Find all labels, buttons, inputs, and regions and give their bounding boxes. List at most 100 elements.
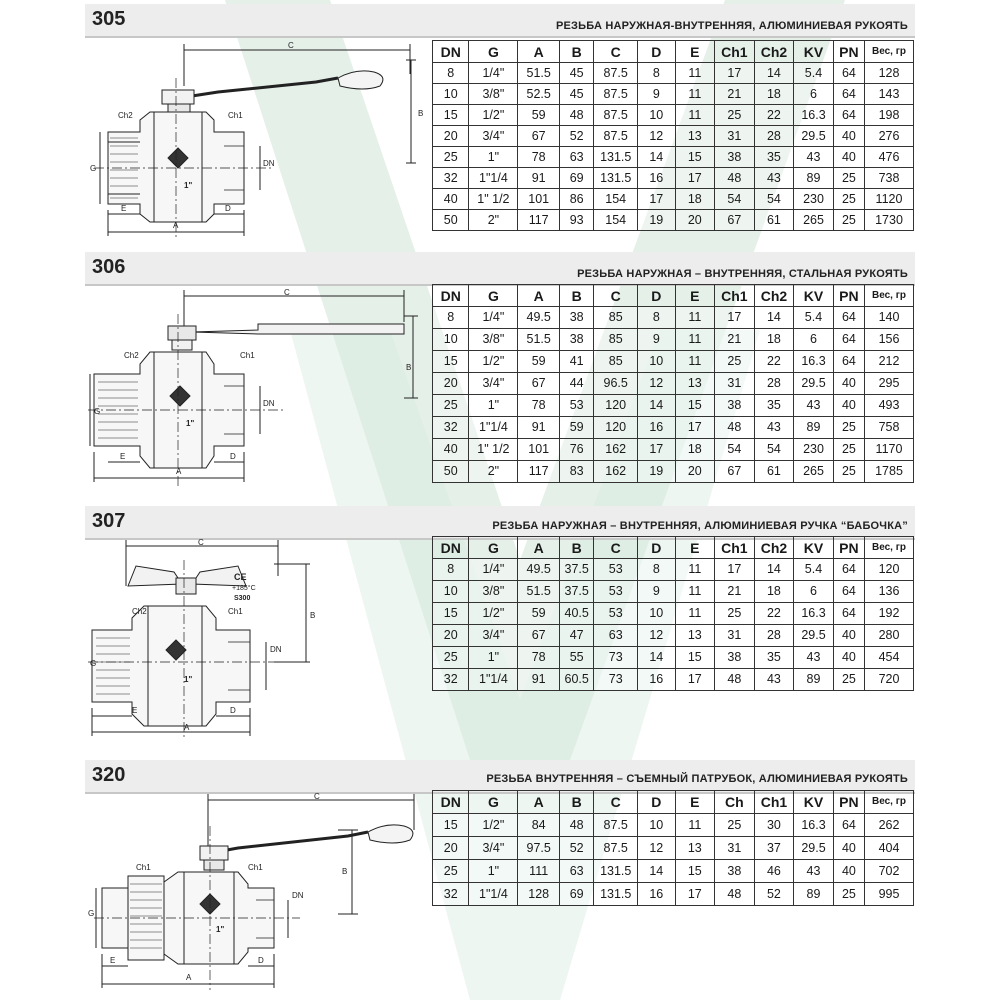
table-cell: 10 bbox=[637, 350, 676, 373]
table-cell: 3/8" bbox=[468, 580, 519, 603]
table-cell: 117 bbox=[517, 209, 560, 231]
dim-label-d: D bbox=[225, 204, 231, 213]
table-cell: 16.3 bbox=[793, 104, 834, 126]
table-cell: 20 bbox=[431, 836, 470, 860]
dim-label-b: B bbox=[406, 363, 411, 372]
table-cell: 54 bbox=[753, 438, 795, 461]
table-cell: 198 bbox=[864, 104, 914, 126]
table-cell: 51.5 bbox=[517, 62, 560, 84]
col-header: DN bbox=[431, 284, 470, 307]
table-cell: 1/4" bbox=[468, 306, 519, 329]
table-cell: 758 bbox=[864, 416, 914, 439]
table-cell: 20 bbox=[431, 125, 470, 147]
table-cell: 43 bbox=[793, 394, 834, 417]
dim-label-ch1: Ch1 bbox=[228, 111, 243, 120]
table-cell: 265 bbox=[793, 460, 834, 483]
dim-label-dn: DN bbox=[292, 891, 304, 900]
pressure-mark: S300 bbox=[234, 595, 250, 602]
col-header: D bbox=[637, 536, 676, 559]
table-cell: 73 bbox=[593, 646, 639, 669]
table-cell: 15 bbox=[674, 394, 716, 417]
table-cell: 20 bbox=[674, 209, 716, 231]
table-cell: 10 bbox=[637, 813, 676, 837]
table-cell: 15 bbox=[674, 859, 716, 883]
table-cell: 18 bbox=[753, 328, 795, 351]
table-cell: 48 bbox=[714, 882, 755, 906]
table-cell: 1" 1/2 bbox=[468, 438, 519, 461]
table-cell: 37.5 bbox=[558, 580, 595, 603]
table-cell: 9 bbox=[637, 83, 676, 105]
col-header: G bbox=[468, 40, 519, 63]
table-cell: 5.4 bbox=[793, 62, 834, 84]
table-cell: 40 bbox=[431, 188, 470, 210]
col-header: C bbox=[593, 536, 639, 559]
table-cell: 14 bbox=[753, 306, 795, 329]
table-cell: 63 bbox=[593, 624, 639, 647]
table-cell: 101 bbox=[517, 438, 560, 461]
table-cell: 3/8" bbox=[468, 83, 519, 105]
table-cell: 17 bbox=[674, 882, 716, 906]
table-cell: 55 bbox=[558, 646, 595, 669]
table-cell: 11 bbox=[674, 602, 716, 625]
table-cell: 64 bbox=[832, 83, 866, 105]
valve-drawing: C B A E D G DN Ch1 Ch1 1" bbox=[88, 792, 415, 990]
table-cell: 40 bbox=[832, 859, 866, 883]
table-cell: 38 bbox=[714, 859, 755, 883]
table-cell: 140 bbox=[864, 306, 914, 329]
table-cell: 21 bbox=[714, 328, 755, 351]
dim-label-a: A bbox=[186, 973, 192, 982]
table-cell: 13 bbox=[674, 372, 716, 395]
table-cell: 8 bbox=[637, 558, 676, 581]
table-header-row: DN G A B C D E Ch1 Ch2 KV PN Вес, гр bbox=[431, 284, 914, 307]
col-header: PN bbox=[832, 40, 866, 63]
table-cell: 87.5 bbox=[593, 813, 639, 837]
table-cell: 64 bbox=[832, 602, 866, 625]
table-cell: 162 bbox=[593, 438, 639, 461]
table-cell: 44 bbox=[558, 372, 595, 395]
table-cell: 50 bbox=[431, 460, 470, 483]
table-cell: 11 bbox=[674, 62, 716, 84]
table-cell: 230 bbox=[793, 438, 834, 461]
table-cell: 8 bbox=[431, 558, 470, 581]
dim-label-g: G bbox=[88, 909, 94, 918]
table-cell: 11 bbox=[674, 350, 716, 373]
table-cell: 40 bbox=[832, 394, 866, 417]
table-cell: 67 bbox=[714, 460, 755, 483]
table-cell: 12 bbox=[637, 836, 676, 860]
table-cell: 12 bbox=[637, 624, 676, 647]
table-cell: 93 bbox=[558, 209, 595, 231]
table-cell: 37 bbox=[753, 836, 795, 860]
table-cell: 15 bbox=[431, 350, 470, 373]
table-cell: 28 bbox=[753, 624, 795, 647]
table-cell: 1/2" bbox=[468, 104, 519, 126]
col-header: DN bbox=[431, 536, 470, 559]
table-cell: 111 bbox=[517, 859, 560, 883]
table-cell: 35 bbox=[753, 394, 795, 417]
table-cell: 87.5 bbox=[593, 83, 639, 105]
table-cell: 73 bbox=[593, 668, 639, 691]
product-code: 306 bbox=[92, 256, 126, 278]
table-cell: 89 bbox=[793, 416, 834, 439]
table-cell: 131.5 bbox=[593, 882, 639, 906]
valve-size-mark: 1" bbox=[186, 419, 194, 428]
table-cell: 43 bbox=[753, 668, 795, 691]
table-cell: 86 bbox=[558, 188, 595, 210]
table-cell: 15 bbox=[674, 646, 716, 669]
col-header: E bbox=[674, 284, 716, 307]
table-cell: 37.5 bbox=[558, 558, 595, 581]
table-cell: 96.5 bbox=[593, 372, 639, 395]
table-cell: 295 bbox=[864, 372, 914, 395]
table-cell: 10 bbox=[431, 328, 470, 351]
table-cell: 276 bbox=[864, 125, 914, 147]
table-cell: 6 bbox=[793, 328, 834, 351]
table-cell: 45 bbox=[558, 62, 595, 84]
table-cell: 16 bbox=[637, 167, 676, 189]
table-cell: 20 bbox=[431, 624, 470, 647]
table-cell: 101 bbox=[517, 188, 560, 210]
table-cell: 1785 bbox=[864, 460, 914, 483]
table-cell: 11 bbox=[674, 580, 716, 603]
